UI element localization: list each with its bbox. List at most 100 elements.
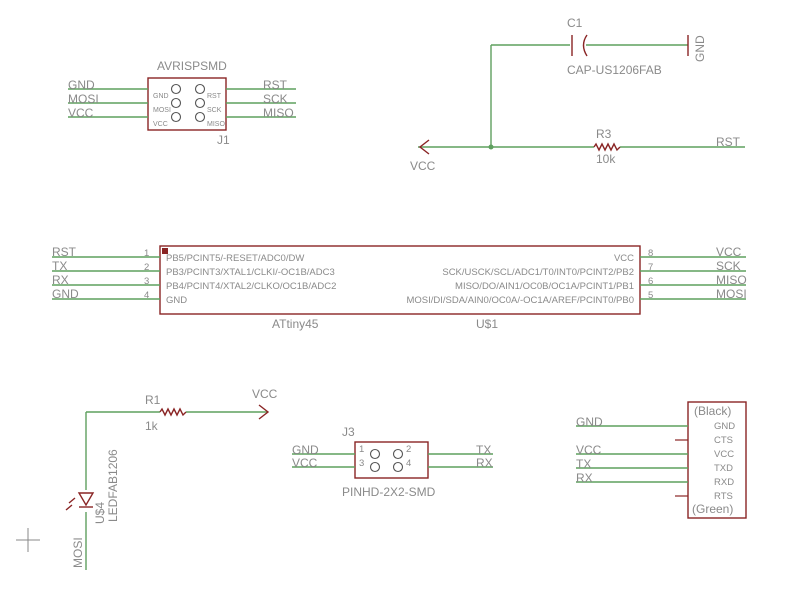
j1-pin-label: MOSI (153, 107, 171, 114)
u1-pin-function: GND (166, 295, 187, 306)
r3-vcc-label: VCC (410, 159, 436, 173)
u1-pin-number: 1 (144, 248, 149, 259)
j1-avrispsmd[interactable]: AVRISPSMD GND MOSI VCC RST SCK MISO GND … (68, 59, 296, 147)
ftdi-pin-label: RTS (714, 491, 733, 502)
j3-pin-number: 3 (359, 458, 364, 469)
u1-pin-function: PB4/PCINT4/XTAL2/CLKO/OC1B/ADC2 (166, 281, 336, 292)
led-ref: U$4 (93, 502, 107, 524)
u1-pin-number: 8 (648, 248, 653, 259)
ftdi-pin-label: RXD (714, 477, 734, 488)
u1-net-rx: RX (52, 273, 69, 287)
j1-pin-label: MISO (207, 121, 225, 128)
j1-pin-label: VCC (153, 121, 168, 128)
j1-net-gnd: GND (68, 78, 95, 92)
ftdi-pin-label: CTS (714, 435, 733, 446)
ftdi-pin-label: TXD (714, 463, 733, 474)
u1-net-vcc: VCC (716, 245, 742, 259)
u1-pin-function: SCK/USCK/SCL/ADC1/T0/INT0/PCINT2/PB2 (442, 267, 634, 278)
j3-pad (369, 448, 381, 460)
c1-value: CAP-US1206FAB (567, 63, 662, 77)
j1-net-miso: MISO (263, 106, 294, 120)
ftdi-top-label: (Black) (694, 404, 731, 418)
c1-gnd-label: GND (693, 35, 707, 62)
r3-rst-label: RST (716, 135, 741, 149)
u1-net-mosi: MOSI (716, 287, 747, 301)
j3-pin-number: 1 (359, 444, 364, 455)
j3-pad (392, 461, 404, 473)
u1-pin-number: 7 (648, 262, 653, 273)
ftdi-bottom-label: (Green) (692, 502, 733, 516)
led-mosi-label: MOSI (71, 537, 85, 568)
ftdi-net-gnd: GND (576, 415, 603, 429)
j3-ref: J3 (342, 425, 355, 439)
u1-net-tx: TX (52, 259, 67, 273)
ftdi-net-vcc: VCC (576, 443, 602, 457)
ftdi-pin-label: GND (714, 421, 735, 432)
ftdi-net-tx: TX (576, 457, 591, 471)
u1-pin-number: 5 (648, 290, 653, 301)
r1-led-branch[interactable]: R1 1k VCC U$4 LEDFAB1206 MOSI (65, 387, 278, 570)
j1-net-mosi: MOSI (68, 92, 99, 106)
j1-pad (170, 111, 182, 123)
led-emission-icon (65, 497, 76, 511)
vcc-arrow-icon (418, 139, 430, 155)
u1-pin-number: 4 (144, 290, 149, 301)
junction-dot (488, 144, 494, 150)
j1-pad (170, 97, 182, 109)
u1-ref: U$1 (476, 317, 498, 331)
ftdi-net-rx: RX (576, 471, 593, 485)
j1-pad (194, 97, 206, 109)
u1-pin-number: 2 (144, 262, 149, 273)
j1-net-vcc: VCC (68, 106, 94, 120)
u1-pin-number: 3 (144, 276, 149, 287)
j1-ref: J1 (217, 133, 230, 147)
u1-net-gnd: GND (52, 287, 79, 301)
vcc-arrow-icon (258, 404, 270, 420)
ftdi-header[interactable]: (Black) (Green) GND CTS VCC TXD RXD RTS … (576, 401, 747, 519)
u1-part-name: ATtiny45 (272, 317, 319, 331)
r3-value: 10k (596, 152, 616, 166)
j1-pad (194, 83, 206, 95)
u1-pin-function: MISO/DO/AIN1/OC0B/OC1A/PCINT1/PB1 (455, 281, 634, 292)
j1-pad (170, 83, 182, 95)
j3-pin-number: 4 (406, 458, 411, 469)
j3-value: PINHD-2X2-SMD (342, 485, 436, 499)
u1-net-miso: MISO (716, 273, 747, 287)
r1-ref: R1 (145, 393, 161, 407)
j1-net-rst: RST (263, 78, 288, 92)
j1-net-sck: SCK (263, 92, 288, 106)
j1-body (147, 77, 227, 131)
r3-resistor (593, 142, 621, 152)
c1-curved-plate (582, 34, 588, 57)
j3-net-gnd: GND (292, 443, 319, 457)
j1-pin-label: RST (207, 93, 222, 100)
u1-pin-function: PB3/PCINT3/XTAL1/CLKI/-OC1B/ADC3 (166, 267, 335, 278)
j3-body (354, 441, 429, 479)
j3-pin-header[interactable]: J3 1 2 3 4 GND VCC TX RX PINHD-2X2-SMD (292, 425, 493, 499)
u1-pin-function: VCC (614, 253, 634, 264)
u1-pin-function: PB5/PCINT5/-RESET/ADC0/DW (166, 253, 304, 264)
r1-vcc-label: VCC (252, 387, 278, 401)
j1-pin-label: SCK (207, 107, 222, 114)
u1-pin-function: MOSI/DI/SDA/AIN0/OC0A/-OC1A/AREF/PCINT0/… (406, 295, 634, 306)
j3-pin-number: 2 (406, 444, 411, 455)
r1-resistor (159, 407, 187, 417)
c1-r3-network[interactable]: C1 CAP-US1206FAB GND R3 10k VCC RST (410, 16, 745, 173)
u1-body (159, 245, 641, 315)
r1-value: 1k (145, 419, 159, 433)
j3-net-rx: RX (476, 456, 493, 470)
j1-title: AVRISPSMD (157, 59, 227, 73)
j3-pad (392, 448, 404, 460)
crosshair-cursor-icon (16, 528, 40, 552)
u1-attiny45[interactable]: RST TX RX GND VCC SCK MISO MOSI 1 2 3 4 … (52, 245, 747, 331)
j1-pin-label: GND (153, 93, 169, 100)
c1-ref: C1 (567, 16, 583, 30)
ftdi-pin-label: VCC (714, 449, 734, 460)
ftdi-body (687, 401, 747, 519)
u1-pin1-marker (162, 248, 168, 254)
j3-net-vcc: VCC (292, 456, 318, 470)
u1-net-sck: SCK (716, 259, 741, 273)
j3-pad (369, 461, 381, 473)
led-diode-icon (77, 492, 95, 507)
